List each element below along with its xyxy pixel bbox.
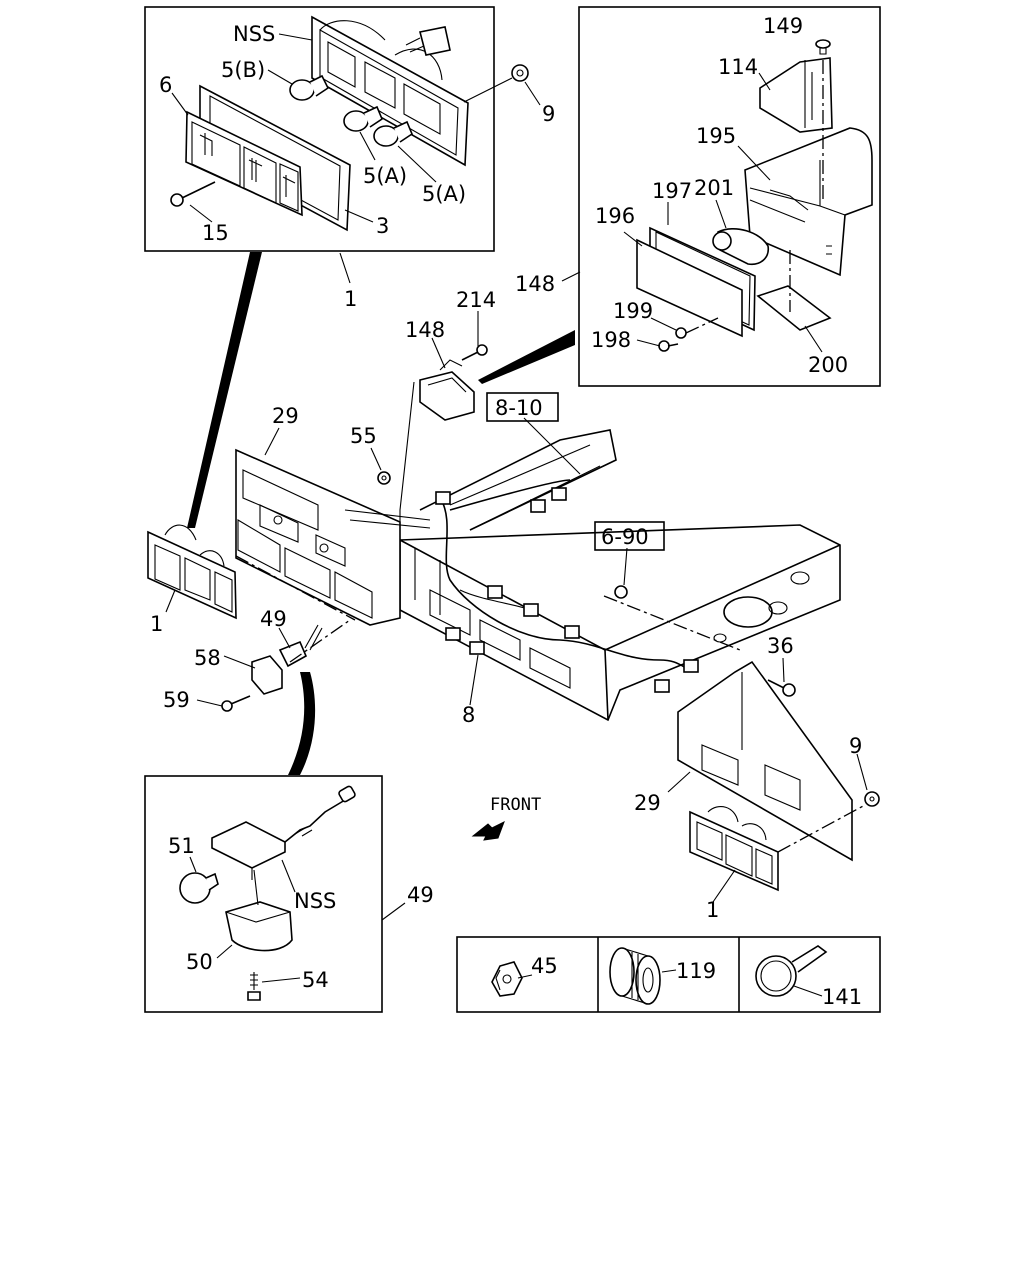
- screw-198: [658, 340, 679, 352]
- bulb-201: [712, 228, 770, 266]
- callout-148: 148: [405, 318, 445, 342]
- wiring-harness: [344, 381, 699, 693]
- screw-15: [170, 181, 216, 207]
- front-arrow: FRONT: [471, 795, 541, 841]
- callout-45: 45: [531, 954, 558, 978]
- frame-rail: [399, 524, 841, 722]
- callout-199: 199: [613, 299, 653, 323]
- bracket-114: [759, 57, 833, 133]
- pointer-wedge-marker: [478, 330, 575, 384]
- chassis-assembly: 29 55 214 148 8-10 6-90 1 49 58 59 8 36 …: [147, 288, 880, 922]
- callout-148-box: 148: [515, 272, 555, 296]
- callout-195: 195: [696, 124, 736, 148]
- bolt-59: [221, 695, 251, 712]
- bulb-51: [179, 872, 219, 904]
- callout-198: 198: [591, 328, 631, 352]
- pointer-wedge-license: [288, 672, 316, 775]
- callout-1-top: 1: [344, 287, 357, 311]
- callout-6: 6: [159, 73, 172, 97]
- lens-50: [225, 901, 293, 952]
- nut-55: [377, 471, 391, 485]
- callout-49: 49: [407, 883, 434, 907]
- callout-9: 9: [542, 102, 555, 126]
- callout-197: 197: [652, 179, 692, 203]
- front-label: FRONT: [490, 795, 541, 815]
- cross-member-29-right: [677, 660, 853, 862]
- housing-195: [744, 127, 873, 277]
- callout-8: 8: [462, 703, 475, 727]
- bulb-5a-1: [343, 105, 383, 132]
- callout-200: 200: [808, 353, 848, 377]
- callout-5a-2: 5(A): [422, 182, 466, 206]
- callout-201: 201: [694, 176, 734, 200]
- callout-58: 58: [194, 646, 221, 670]
- ref-6-90: 6-90: [601, 525, 649, 549]
- callout-55: 55: [350, 424, 377, 448]
- callout-149: 149: [763, 14, 803, 38]
- callout-nss: NSS: [233, 22, 275, 46]
- lamp-housing: [311, 15, 469, 167]
- screw-214: [461, 344, 488, 361]
- grommet-45: [491, 961, 523, 997]
- callout-9-right: 9: [849, 734, 862, 758]
- bolt-36: [767, 679, 796, 697]
- grommet-119: [609, 947, 661, 1005]
- callout-5a-1: 5(A): [363, 164, 407, 188]
- callout-119: 119: [676, 959, 716, 983]
- callout-1-left: 1: [150, 612, 163, 636]
- callout-50: 50: [186, 950, 213, 974]
- bulb-5b: [289, 74, 330, 101]
- callout-1-right: 1: [706, 898, 719, 922]
- callout-141: 141: [822, 985, 862, 1009]
- callout-59: 59: [163, 688, 190, 712]
- nut-6-90: [614, 585, 628, 599]
- marker-detail-box: 149 114 195 197 201 196 148 199 198 200: [515, 6, 881, 387]
- callout-36: 36: [767, 634, 794, 658]
- marker-lamp-148: [419, 359, 475, 421]
- callout-nss-bottom: NSS: [294, 889, 336, 913]
- accessory-legend-box: 45 119 141: [456, 936, 881, 1013]
- lamp-detail-box: NSS 5(B) 6 9 5(A) 5(A) 15 3 1: [144, 6, 555, 311]
- rear-lamp-right: [689, 806, 779, 892]
- clamp-141: [755, 945, 828, 997]
- license-lamp-detail-box: 51 NSS 49 50 54: [144, 775, 434, 1013]
- callout-29-left: 29: [272, 404, 299, 428]
- screw-149: [815, 39, 831, 55]
- lens-196: [636, 238, 743, 338]
- gasket-200: [756, 285, 832, 331]
- cross-member-29-left: [235, 448, 401, 626]
- callout-196: 196: [595, 204, 635, 228]
- bulb-5a-2: [373, 120, 413, 147]
- callout-54: 54: [302, 968, 329, 992]
- license-lamp-49: [278, 624, 323, 668]
- callout-29-right: 29: [634, 791, 661, 815]
- rear-lamp-left: [147, 524, 237, 620]
- nut-9-right: [864, 791, 880, 807]
- callout-3: 3: [376, 214, 389, 238]
- callout-51: 51: [168, 834, 195, 858]
- lens-6: [185, 110, 303, 217]
- ref-8-10: 8-10: [495, 396, 543, 420]
- washer-199: [675, 327, 687, 339]
- callout-15: 15: [202, 221, 229, 245]
- license-lamp-body: [211, 785, 356, 880]
- ref-box-6-90: [594, 521, 665, 551]
- bracket-58: [251, 655, 283, 695]
- callout-214: 214: [456, 288, 496, 312]
- nut-9: [511, 64, 529, 82]
- pointer-wedge-lamp: [187, 252, 262, 528]
- ref-box-8-10: [486, 392, 559, 422]
- callout-49-small: 49: [260, 607, 287, 631]
- screw-54: [247, 972, 261, 1001]
- callout-114: 114: [718, 55, 758, 79]
- callout-5b: 5(B): [221, 58, 265, 82]
